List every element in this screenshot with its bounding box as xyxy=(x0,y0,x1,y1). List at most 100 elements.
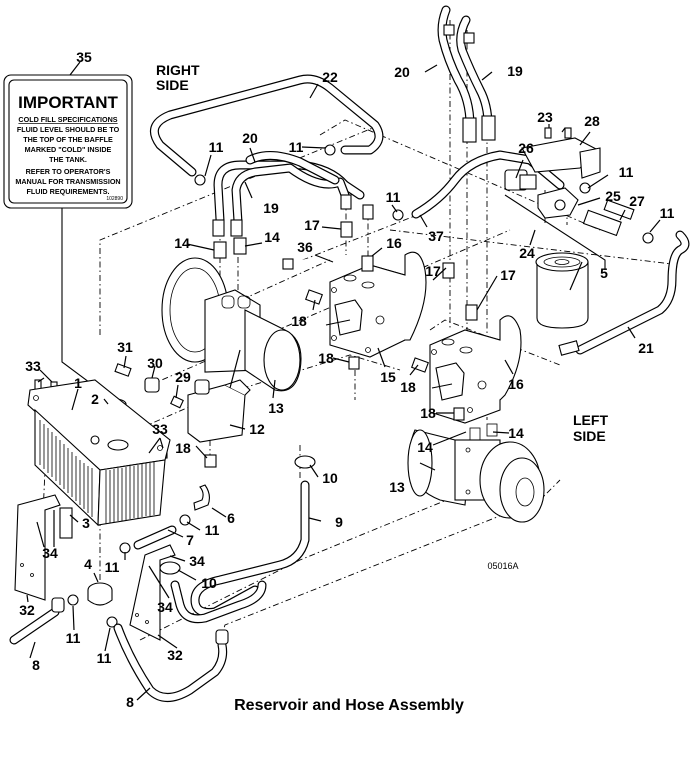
callout-11: 11 xyxy=(209,139,224,155)
wheel-motor-13-right xyxy=(161,257,302,392)
callout-10: 10 xyxy=(322,470,338,486)
reservoir-1 xyxy=(27,379,171,527)
decal-line: FLUID REQUIREMENTS. xyxy=(26,187,109,196)
callout-3: 3 xyxy=(82,515,90,531)
callout-8: 8 xyxy=(126,694,134,710)
callout-19: 19 xyxy=(507,63,523,79)
callout-34: 34 xyxy=(157,599,173,615)
callout-37: 37 xyxy=(428,228,444,244)
filter-head-assembly xyxy=(504,137,635,270)
callout-23: 23 xyxy=(537,109,553,125)
callout-27: 27 xyxy=(629,193,645,209)
callout-17: 17 xyxy=(304,217,320,233)
callout-11: 11 xyxy=(66,630,81,646)
callout-25: 25 xyxy=(605,188,621,204)
callout-11: 11 xyxy=(660,205,675,221)
hydrostatic-pump-15 xyxy=(325,251,427,358)
callout-11: 11 xyxy=(205,522,220,538)
callout-14: 14 xyxy=(508,425,524,441)
callout-6: 6 xyxy=(227,510,235,526)
wheel-motor-13-left xyxy=(407,423,545,523)
decal-line: REFER TO OPERATOR'S xyxy=(26,167,111,176)
callout-11: 11 xyxy=(97,650,112,666)
callout-21: 21 xyxy=(638,340,654,356)
callout-36: 36 xyxy=(297,239,313,255)
right-side-label: SIDE xyxy=(156,77,189,93)
callout-12: 12 xyxy=(249,421,265,437)
decal-line: THE TOP OF THE BAFFLE xyxy=(23,135,113,144)
hose-37 xyxy=(411,150,565,219)
callout-13: 13 xyxy=(268,400,284,416)
callout-14: 14 xyxy=(417,439,433,455)
callout-2: 2 xyxy=(91,391,99,407)
hoses-19-20-top xyxy=(437,5,496,143)
drawing-code: 05016A xyxy=(487,561,518,571)
callout-10: 10 xyxy=(201,575,217,591)
callout-15: 15 xyxy=(380,369,396,385)
brackets-32 xyxy=(14,494,176,641)
callout-11: 11 xyxy=(289,139,304,155)
callout-30: 30 xyxy=(147,355,163,371)
callout-31: 31 xyxy=(117,339,133,355)
right-side-label: RIGHT xyxy=(156,62,200,78)
callout-20: 20 xyxy=(242,130,258,146)
callout-24: 24 xyxy=(519,245,535,261)
filter-5 xyxy=(535,252,589,329)
callout-numbers: 35 22 20 19 11 11 20 19 23 28 26 11 25 2… xyxy=(19,49,674,710)
callout-11: 11 xyxy=(619,164,634,180)
callout-32: 32 xyxy=(167,647,183,663)
callout-17: 16 xyxy=(386,235,402,251)
decal-line: MARKED "COLD" INSIDE xyxy=(25,145,112,154)
callout-14: 14 xyxy=(174,235,190,251)
callout-17: 17 xyxy=(500,267,516,283)
callout-4: 4 xyxy=(84,556,92,572)
reservoir-fins xyxy=(39,420,155,524)
callout-32: 32 xyxy=(19,602,35,618)
callout-18: 18 xyxy=(175,440,191,456)
hose-22 xyxy=(149,74,384,177)
callout-18: 18 xyxy=(420,405,436,421)
callout-28: 28 xyxy=(584,113,600,129)
callout-14: 14 xyxy=(264,229,280,245)
hose-9 xyxy=(170,480,310,624)
callout-18: 18 xyxy=(400,379,416,395)
figure-caption: Reservoir and Hose Assembly xyxy=(234,697,464,714)
callout-18: 18 xyxy=(291,313,307,329)
decal-title: IMPORTANT xyxy=(18,93,118,112)
hose-21 xyxy=(558,230,690,356)
callout-34: 34 xyxy=(42,545,58,561)
charge-pump-12 xyxy=(187,379,251,443)
callout-11: 11 xyxy=(105,559,120,575)
hose-7 xyxy=(133,525,177,550)
hoses-19-20-right xyxy=(212,151,374,237)
left-side-label: LEFT xyxy=(573,412,608,428)
callout-7: 7 xyxy=(186,532,194,548)
decal-line: THE TANK. xyxy=(49,155,87,164)
callout-leaders xyxy=(26,61,661,701)
callout-13: 13 xyxy=(389,479,405,495)
callout-33: 33 xyxy=(25,358,41,374)
callout-19: 19 xyxy=(263,200,279,216)
callout-34: 34 xyxy=(189,553,205,569)
callout-35: 35 xyxy=(76,49,92,65)
callout-22: 22 xyxy=(322,69,338,85)
callout-29: 29 xyxy=(175,369,191,385)
callout-26: 26 xyxy=(518,140,534,156)
callout-18: 18 xyxy=(318,350,334,366)
decal-line: FLUID LEVEL SHOULD BE TO xyxy=(17,125,120,134)
callout-17: 17 xyxy=(425,263,441,279)
callout-33: 33 xyxy=(152,421,168,437)
decal-line: MANUAL FOR TRANSMISSION xyxy=(15,177,120,186)
hoses-8 xyxy=(9,597,229,702)
decal-important: IMPORTANT COLD FILL SPECIFICATIONS FLUID… xyxy=(3,74,133,209)
decal-subtitle: COLD FILL SPECIFICATIONS xyxy=(18,115,117,124)
callout-20: 20 xyxy=(394,64,410,80)
callout-5: 5 xyxy=(600,265,608,281)
callout-1: 1 xyxy=(74,375,82,391)
callout-9: 9 xyxy=(335,514,343,530)
left-side-label: SIDE xyxy=(573,428,606,444)
decal-part-number: 102890 xyxy=(106,196,123,202)
callout-11: 11 xyxy=(386,189,401,205)
callout-16: 16 xyxy=(508,376,524,392)
